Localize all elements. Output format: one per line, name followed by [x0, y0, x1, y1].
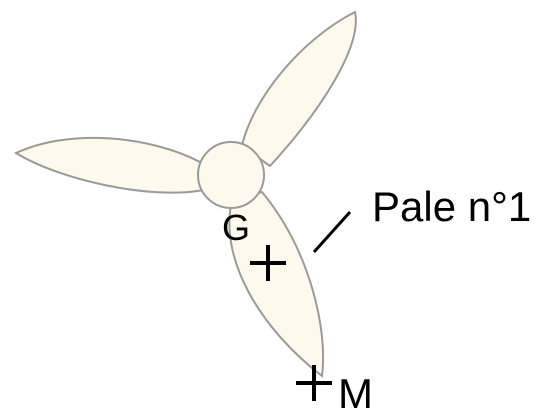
point-g-label: G: [222, 207, 250, 248]
blade-label: Pale n°1: [372, 183, 531, 230]
blade-left: [13, 136, 206, 194]
blade-leader-line: [312, 210, 352, 254]
point-m-label: M: [338, 370, 373, 414]
blade-lower: [228, 190, 325, 378]
point-m-marker: [296, 365, 332, 401]
blade-upper: [240, 10, 357, 168]
hub: [197, 141, 265, 209]
point-g-marker: [250, 245, 286, 281]
